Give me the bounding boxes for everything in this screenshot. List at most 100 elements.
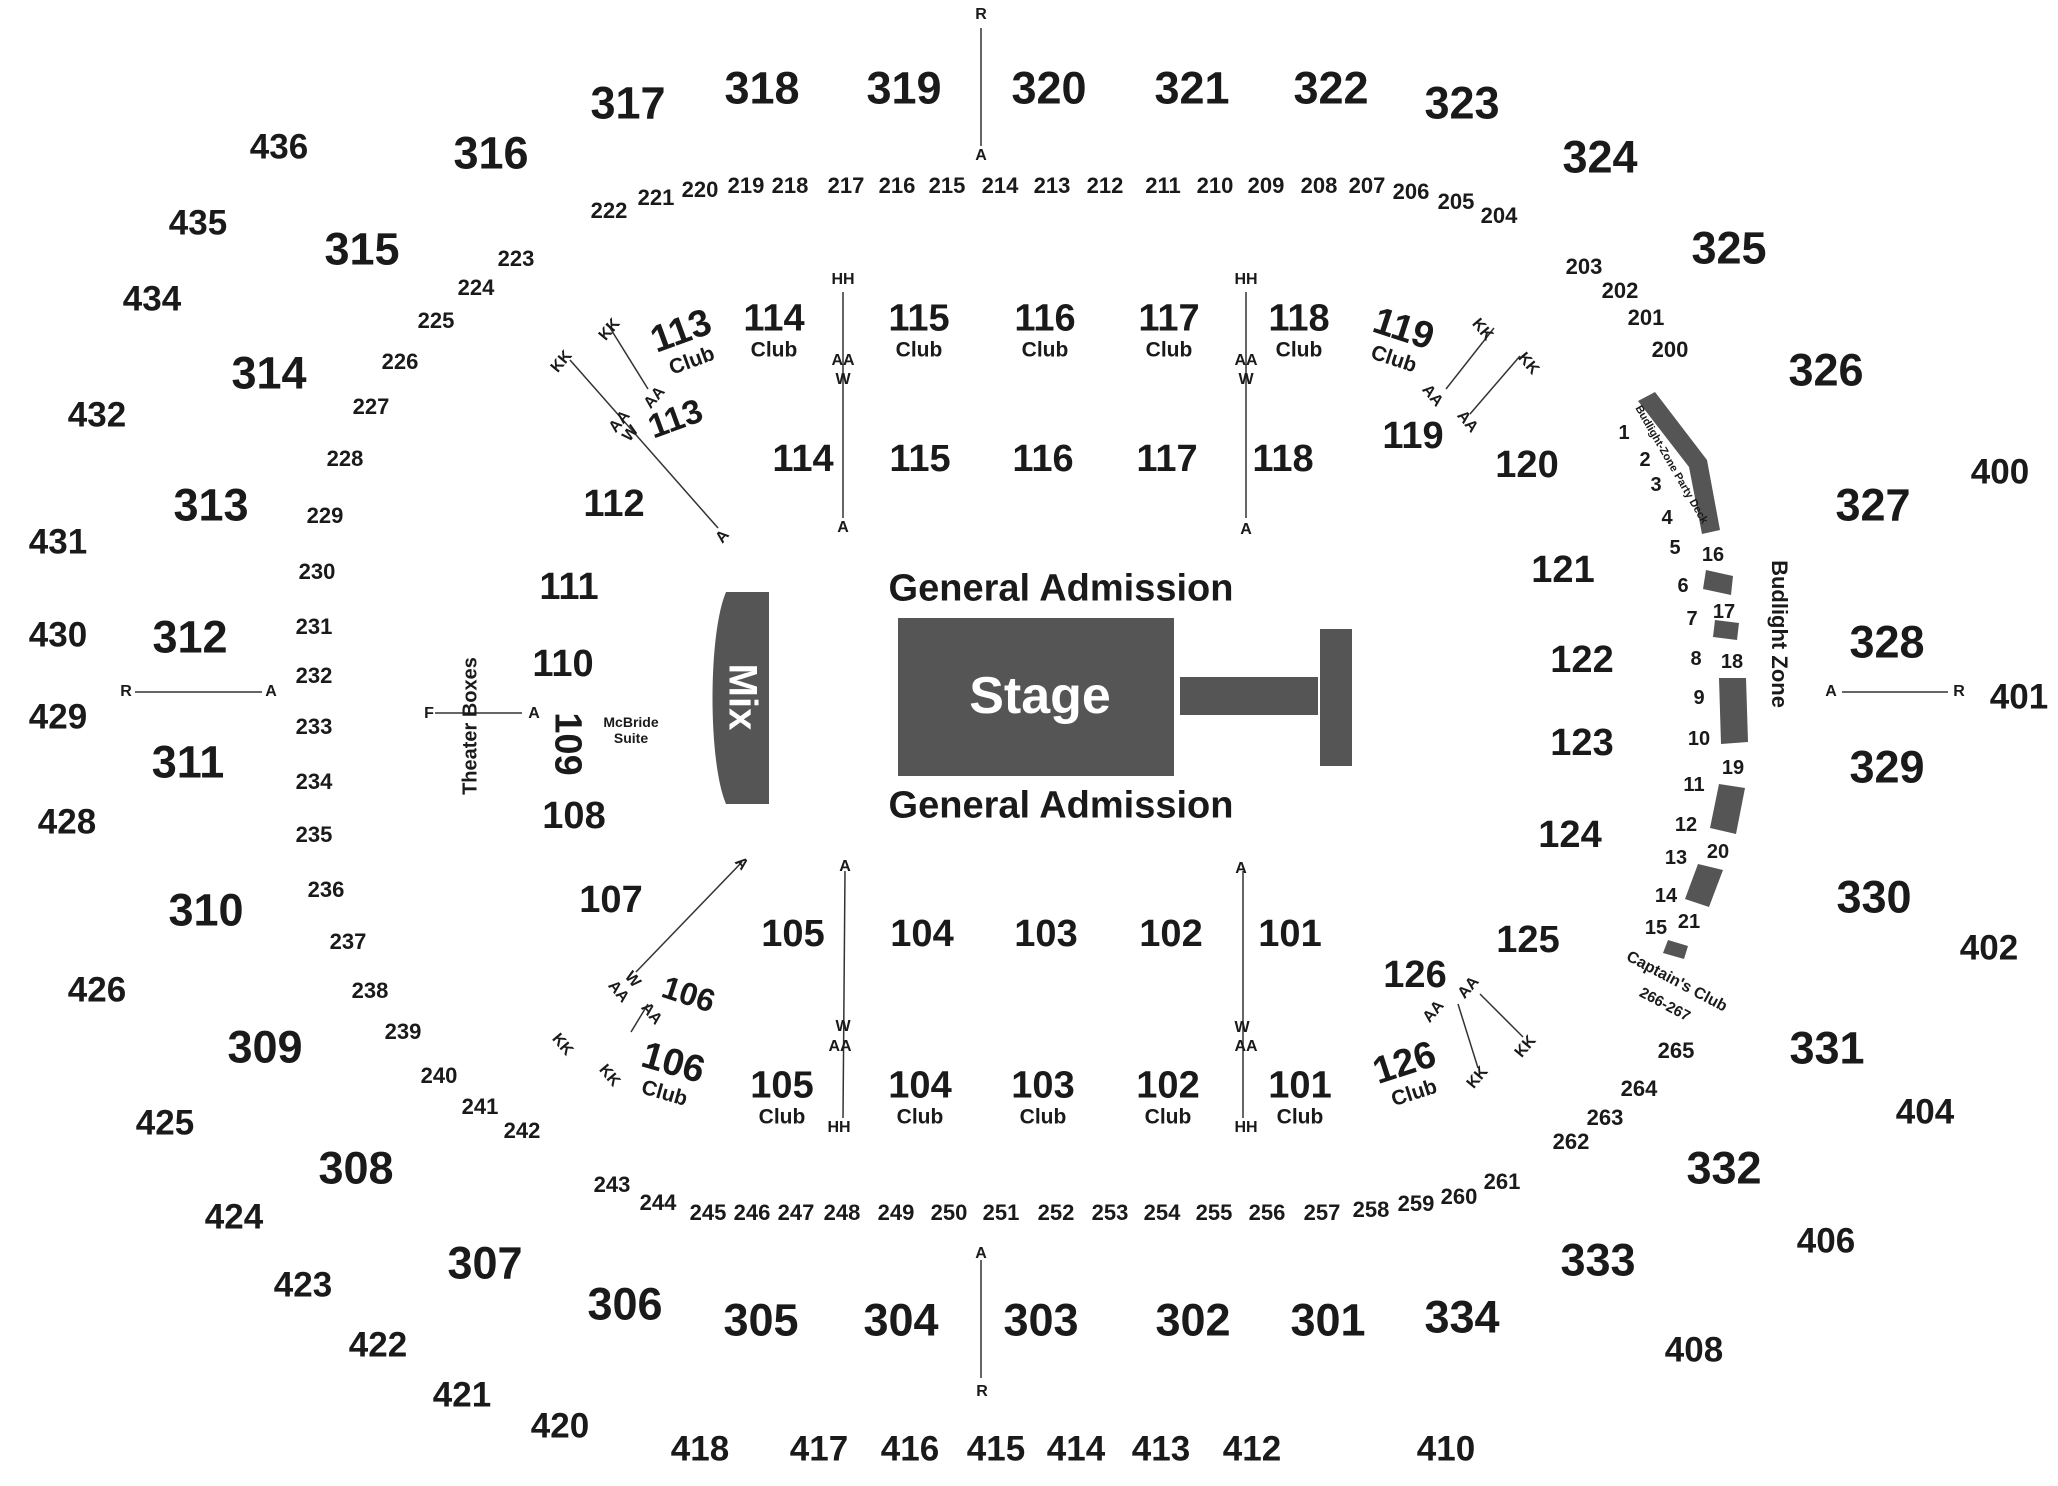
- section-330[interactable]: 330: [1836, 871, 1912, 923]
- section-116[interactable]: 116: [1012, 438, 1074, 480]
- section-224[interactable]: 224: [457, 275, 495, 300]
- mcbride-suite-label[interactable]: McBride Suite: [603, 714, 658, 746]
- section-208[interactable]: 208: [1300, 173, 1338, 198]
- section-231[interactable]: 231: [295, 614, 333, 639]
- theater-boxes-label[interactable]: Theater Boxes: [459, 657, 482, 795]
- section-120[interactable]: 120: [1495, 444, 1559, 486]
- section-201[interactable]: 201: [1627, 305, 1665, 330]
- section-234[interactable]: 234: [295, 769, 333, 794]
- section-207[interactable]: 207: [1348, 173, 1386, 198]
- section-238[interactable]: 238: [351, 978, 389, 1003]
- section-324[interactable]: 324: [1562, 131, 1638, 183]
- section-219[interactable]: 219: [727, 173, 765, 198]
- section-325[interactable]: 325: [1691, 222, 1767, 274]
- section-242[interactable]: 242: [503, 1118, 541, 1143]
- bz-7[interactable]: 7: [1686, 608, 1698, 630]
- section-308[interactable]: 308: [318, 1142, 394, 1194]
- bz-1[interactable]: 1: [1618, 422, 1630, 444]
- section-218[interactable]: 218: [771, 173, 809, 198]
- section-245[interactable]: 245: [689, 1200, 727, 1225]
- section-110[interactable]: 110: [532, 643, 594, 685]
- section-108[interactable]: 108: [542, 795, 606, 837]
- section-223[interactable]: 223: [497, 246, 535, 271]
- section-212[interactable]: 212: [1086, 173, 1124, 198]
- section-416[interactable]: 416: [880, 1429, 940, 1469]
- section-112[interactable]: 112: [583, 483, 645, 525]
- section-117[interactable]: 117: [1136, 438, 1198, 480]
- section-426[interactable]: 426: [67, 970, 127, 1010]
- section-413[interactable]: 413: [1131, 1429, 1191, 1469]
- section-304[interactable]: 304: [863, 1294, 939, 1346]
- section-107[interactable]: 107: [579, 879, 643, 921]
- section-418[interactable]: 418: [670, 1429, 730, 1469]
- section-216[interactable]: 216: [878, 173, 916, 198]
- bz-11[interactable]: 11: [1683, 774, 1705, 796]
- section-252[interactable]: 252: [1037, 1200, 1075, 1225]
- section-229[interactable]: 229: [306, 503, 344, 528]
- section-423[interactable]: 423: [273, 1265, 333, 1305]
- section-261[interactable]: 261: [1483, 1169, 1521, 1194]
- section-313[interactable]: 313: [173, 479, 249, 531]
- section-329[interactable]: 329: [1849, 741, 1925, 793]
- section-235[interactable]: 235: [295, 822, 333, 847]
- section-319[interactable]: 319: [866, 62, 942, 114]
- bz-14[interactable]: 14: [1654, 885, 1678, 907]
- section-122[interactable]: 122: [1550, 639, 1614, 681]
- bz-17[interactable]: 17: [1712, 601, 1736, 623]
- bz-6[interactable]: 6: [1677, 575, 1689, 597]
- section-312[interactable]: 312: [152, 611, 228, 663]
- section-246[interactable]: 246: [733, 1200, 771, 1225]
- bz-5[interactable]: 5: [1669, 537, 1681, 559]
- section-233[interactable]: 233: [295, 714, 333, 739]
- section-327[interactable]: 327: [1835, 479, 1911, 531]
- section-236[interactable]: 236: [307, 877, 345, 902]
- section-305[interactable]: 305: [723, 1294, 799, 1346]
- section-217[interactable]: 217: [827, 173, 865, 198]
- section-332[interactable]: 332: [1686, 1142, 1762, 1194]
- section-321[interactable]: 321: [1154, 62, 1230, 114]
- section-213[interactable]: 213: [1033, 173, 1071, 198]
- section-429[interactable]: 429: [28, 697, 88, 737]
- section-211[interactable]: 211: [1145, 173, 1181, 198]
- bz-3[interactable]: 3: [1650, 474, 1662, 496]
- section-316[interactable]: 316: [453, 127, 529, 179]
- section-121[interactable]: 121: [1531, 549, 1595, 591]
- section-414[interactable]: 414: [1046, 1429, 1106, 1469]
- bz-13[interactable]: 13: [1664, 847, 1688, 869]
- section-260[interactable]: 260: [1440, 1184, 1478, 1209]
- section-221[interactable]: 221: [637, 185, 675, 210]
- section-334[interactable]: 334: [1424, 1291, 1500, 1343]
- section-402[interactable]: 402: [1959, 928, 2019, 968]
- section-333[interactable]: 333: [1560, 1234, 1636, 1286]
- section-303[interactable]: 303: [1003, 1294, 1079, 1346]
- section-257[interactable]: 257: [1303, 1200, 1341, 1225]
- section-406[interactable]: 406: [1796, 1221, 1856, 1261]
- section-104[interactable]: 104: [890, 913, 954, 955]
- section-408[interactable]: 408: [1664, 1330, 1724, 1370]
- section-124[interactable]: 124: [1538, 814, 1602, 856]
- section-125[interactable]: 125: [1496, 919, 1560, 961]
- section-226[interactable]: 226: [381, 349, 419, 374]
- section-250[interactable]: 250: [930, 1200, 968, 1225]
- section-422[interactable]: 422: [348, 1325, 408, 1365]
- section-432[interactable]: 432: [67, 395, 127, 435]
- section-301[interactable]: 301: [1290, 1294, 1366, 1346]
- section-256[interactable]: 256: [1248, 1200, 1286, 1225]
- bz-19[interactable]: 19: [1721, 757, 1745, 779]
- section-105[interactable]: 105: [761, 913, 825, 955]
- section-244[interactable]: 244: [639, 1190, 677, 1215]
- section-415[interactable]: 415: [966, 1429, 1026, 1469]
- section-253[interactable]: 253: [1091, 1200, 1129, 1225]
- section-436[interactable]: 436: [249, 127, 309, 167]
- section-210[interactable]: 210: [1196, 173, 1234, 198]
- section-401[interactable]: 401: [1989, 677, 2049, 717]
- section-314[interactable]: 314: [231, 347, 307, 399]
- section-237[interactable]: 237: [329, 929, 367, 954]
- section-255[interactable]: 255: [1195, 1200, 1233, 1225]
- section-306[interactable]: 306: [587, 1278, 663, 1330]
- section-435[interactable]: 435: [168, 203, 228, 243]
- section-310[interactable]: 310: [168, 884, 244, 936]
